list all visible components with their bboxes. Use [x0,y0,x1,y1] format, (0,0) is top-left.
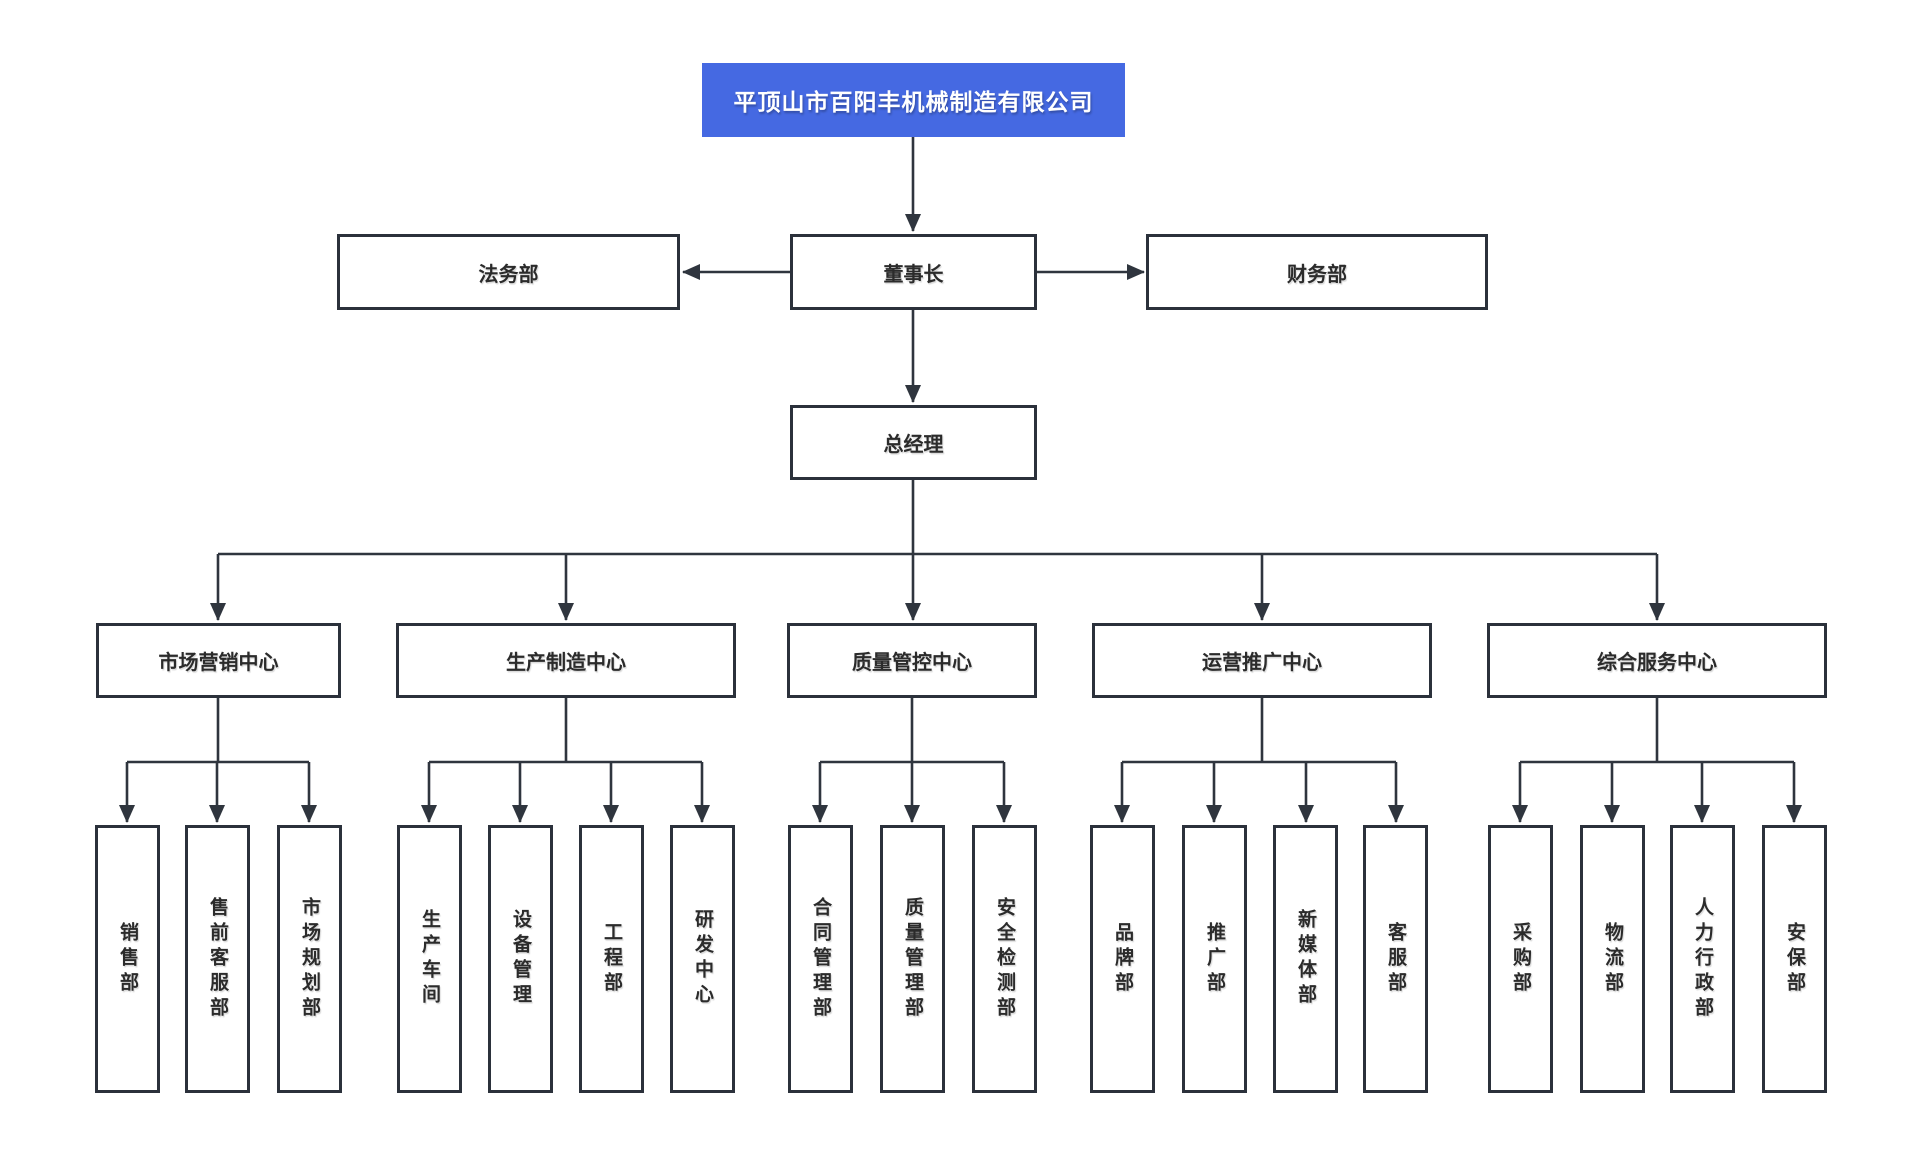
org-node-legal-dept[interactable]: 法务部 [337,234,680,310]
connector-line [127,698,309,764]
org-node-quality-center[interactable]: 质量管控中心 [787,623,1037,698]
connector-quality-group [812,698,1012,823]
org-node-brand-dept[interactable]: 品牌部 [1090,825,1155,1093]
org-node-contract-management-dept[interactable]: 合同管理部 [788,825,853,1093]
org-node-promotion-dept[interactable]: 推广部 [1182,825,1247,1093]
org-node-new-media-dept[interactable]: 新媒体部 [1273,825,1338,1093]
org-node-marketing-center[interactable]: 市场营销中心 [96,623,341,698]
connector-service-group [1512,698,1802,823]
org-node-security-dept[interactable]: 安保部 [1762,825,1827,1093]
org-node-chairman[interactable]: 董事长 [790,234,1037,310]
org-node-equipment-management[interactable]: 设备管理 [488,825,553,1093]
connector-operation-group [1114,698,1404,823]
connector-line [429,698,702,764]
connector-line [1520,698,1794,764]
org-node-service-center[interactable]: 综合服务中心 [1487,623,1827,698]
org-node-logistics-dept[interactable]: 物流部 [1580,825,1645,1093]
connector-line [218,480,1657,556]
org-node-company-root[interactable]: 平顶山市百阳丰机械制造有限公司 [702,63,1125,137]
connector-production-group [421,698,710,823]
org-node-presales-service-dept[interactable]: 售前客服部 [185,825,250,1093]
org-node-general-manager[interactable]: 总经理 [790,405,1037,480]
org-node-sales-dept[interactable]: 销售部 [95,825,160,1093]
org-node-quality-management-dept[interactable]: 质量管理部 [880,825,945,1093]
org-node-safety-inspection-dept[interactable]: 安全检测部 [972,825,1037,1093]
org-node-hr-admin-dept[interactable]: 人力行政部 [1670,825,1735,1093]
org-node-production-workshop[interactable]: 生产车间 [397,825,462,1093]
org-node-production-center[interactable]: 生产制造中心 [396,623,736,698]
org-node-rnd-center[interactable]: 研发中心 [670,825,735,1093]
connector-line [1122,698,1396,764]
org-node-engineering-dept[interactable]: 工程部 [579,825,644,1093]
org-node-finance-dept[interactable]: 财务部 [1146,234,1488,310]
org-node-purchasing-dept[interactable]: 采购部 [1488,825,1553,1093]
org-node-operation-center[interactable]: 运营推广中心 [1092,623,1432,698]
org-node-market-planning-dept[interactable]: 市场规划部 [277,825,342,1093]
connector-marketing-group [119,698,317,823]
org-node-customer-service-dept[interactable]: 客服部 [1363,825,1428,1093]
connector-gm-to-centers [210,480,1665,621]
connector-line [820,698,1004,764]
